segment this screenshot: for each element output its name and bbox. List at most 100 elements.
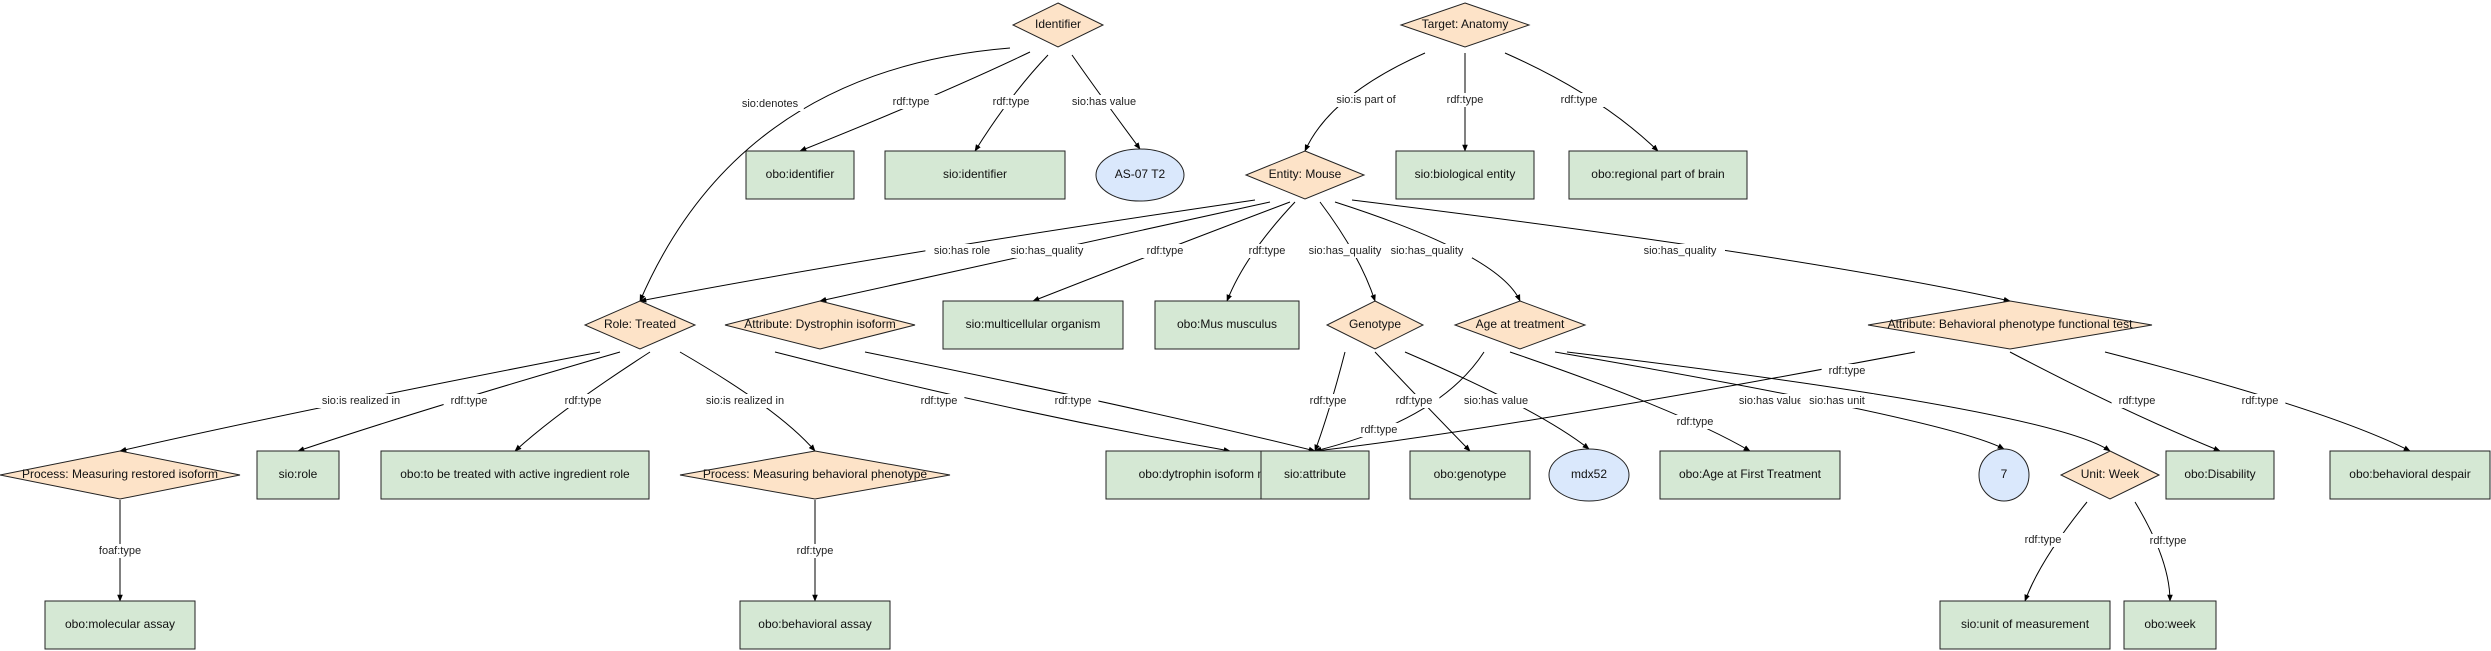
- edge-label-group: rdf:type: [885, 95, 937, 109]
- edge-label-group: rdf:type: [913, 394, 965, 408]
- edge-label-group: rdf:type: [2017, 533, 2069, 547]
- node-label: Age at treatment: [1476, 317, 1565, 331]
- node-sio-identifier[interactable]: sio:identifier: [884, 150, 1066, 200]
- edge-label: rdf:type: [1361, 424, 1398, 436]
- node-label: Identifier: [1035, 17, 1081, 31]
- edge-label-background: [1302, 394, 1354, 408]
- edge-label: rdf:type: [2119, 395, 2156, 407]
- edge-attr_behavioral-to-sio_attribute: [1314, 351, 1916, 454]
- edge-label-group: sio:has value: [1456, 394, 1536, 408]
- node-target-anatomy[interactable]: Target: Anatomy: [1399, 2, 1531, 48]
- node-obo-genotype[interactable]: obo:genotype: [1409, 450, 1531, 500]
- edge-label: sio:has role: [934, 245, 990, 257]
- node-label: Attribute: Behavioral phenotype function…: [1888, 317, 2133, 331]
- node-age-treatment[interactable]: Age at treatment: [1453, 300, 1587, 350]
- edge-label-group: rdf:type: [1302, 394, 1354, 408]
- node-proc-behavioral[interactable]: Process: Measuring behavioral phenotype: [679, 450, 951, 500]
- node-label: Entity: Mouse: [1269, 167, 1342, 181]
- edge-label-group: rdf:type: [1353, 423, 1405, 437]
- node-val7[interactable]: 7: [1978, 448, 2030, 502]
- node-entity-mouse[interactable]: Entity: Mouse: [1244, 150, 1366, 200]
- node-sio-multicellular[interactable]: sio:multicellular organism: [942, 300, 1124, 350]
- class-box: [942, 300, 1124, 350]
- node-obo-week[interactable]: obo:week: [2123, 600, 2217, 650]
- edge-label-group: sio:has_quality: [1002, 244, 1092, 258]
- node-obo-mus[interactable]: obo:Mus musculus: [1154, 300, 1300, 350]
- node-obo-age-first[interactable]: obo:Age at First Treatment: [1659, 450, 1841, 500]
- node-obo-disability[interactable]: obo:Disability: [2165, 450, 2275, 500]
- edge-label: rdf:type: [993, 96, 1030, 108]
- edge-label-background: [1300, 244, 1390, 258]
- edge-label: sio:denotes: [742, 98, 799, 110]
- edge-label-group: sio:is realized in: [691, 394, 799, 408]
- node-label: obo:regional part of brain: [1591, 167, 1724, 181]
- edge-label: sio:has value: [1464, 395, 1528, 407]
- class-box: [739, 600, 891, 650]
- node-label: obo:behavioral assay: [758, 617, 871, 631]
- node-label: sio:multicellular organism: [966, 317, 1101, 331]
- node-genotype[interactable]: Genotype: [1325, 300, 1425, 350]
- edge-label-background: [1439, 93, 1491, 107]
- edge-label: rdf:type: [451, 395, 488, 407]
- node-obo-despair[interactable]: obo:behavioral despair: [2329, 450, 2491, 500]
- node-sio-unit[interactable]: sio:unit of measurement: [1939, 600, 2111, 650]
- class-box: [1395, 150, 1535, 200]
- edge-label: rdf:type: [1396, 395, 1433, 407]
- edge-label-background: [985, 95, 1037, 109]
- edge-age_treatment-to-obo_age_first: [1509, 351, 1751, 452]
- edge-label-background: [1821, 364, 1873, 378]
- edge-label: rdf:type: [1561, 94, 1598, 106]
- edge-label-group: sio:has_quality: [1382, 244, 1472, 258]
- edge-label-background: [1241, 244, 1293, 258]
- node-as07[interactable]: AS-07 T2: [1095, 148, 1185, 202]
- edge-label: rdf:type: [565, 395, 602, 407]
- edge-label-background: [2017, 533, 2069, 547]
- node-attr-behavioral[interactable]: Attribute: Behavioral phenotype function…: [1867, 300, 2153, 350]
- node-obo-molecular[interactable]: obo:molecular assay: [44, 600, 196, 650]
- edge-attr_dystrophin-to-sio_attribute: [864, 351, 1316, 453]
- edge-label: sio:has unit: [1809, 395, 1865, 407]
- node-identifier[interactable]: Identifier: [1011, 2, 1105, 48]
- node-label: obo:to be treated with active ingredient…: [400, 467, 630, 481]
- edge-label-group: rdf:type: [1439, 93, 1491, 107]
- edge-label: rdf:type: [2025, 534, 2062, 546]
- node-label: obo:genotype: [1434, 467, 1507, 481]
- node-role-treated[interactable]: Role: Treated: [583, 300, 697, 350]
- edge-unit_week-to-obo_week: [2134, 501, 2173, 602]
- edge-label: rdf:type: [2150, 535, 2187, 547]
- node-label: sio:identifier: [943, 167, 1007, 181]
- edge-entity_mouse-to-role_treated: [639, 199, 1256, 303]
- edge-label-background: [1002, 244, 1092, 258]
- edge-label-background: [91, 544, 149, 558]
- edge-label-background: [1353, 423, 1405, 437]
- node-unit-week[interactable]: Unit: Week: [2059, 450, 2161, 500]
- node-sio-bio-entity[interactable]: sio:biological entity: [1395, 150, 1535, 200]
- node-proc-restored[interactable]: Process: Measuring restored isoform: [0, 450, 241, 500]
- node-mdx52[interactable]: mdx52: [1548, 448, 1630, 502]
- node-label: obo:Mus musculus: [1177, 317, 1277, 331]
- node-obo-identifier[interactable]: obo:identifier: [745, 150, 855, 200]
- node-obo-treated[interactable]: obo:to be treated with active ingredient…: [380, 450, 650, 500]
- edge-label-group: rdf:type: [1388, 394, 1440, 408]
- class-box: [745, 150, 855, 200]
- class-box: [256, 450, 340, 500]
- edge-age_treatment-to-unit_week: [1566, 351, 2111, 452]
- edge-attr_behavioral-to-obo_despair: [2104, 351, 2411, 452]
- node-sio-attribute[interactable]: sio:attribute: [1260, 450, 1370, 500]
- node-label: obo:behavioral despair: [2349, 467, 2470, 481]
- edge-label-group: rdf:type: [2142, 534, 2194, 548]
- node-obo-behav-assay[interactable]: obo:behavioral assay: [739, 600, 891, 650]
- edge-label: rdf:type: [797, 545, 834, 557]
- entity-diamond: [1244, 150, 1366, 200]
- class-box: [1568, 150, 1748, 200]
- edge-label: rdf:type: [1447, 94, 1484, 106]
- edge-label-group: foaf:type: [91, 544, 149, 558]
- edge-label: sio:has_quality: [1644, 245, 1717, 257]
- edge-label-group: rdf:type: [1821, 364, 1873, 378]
- value-ellipse: [1978, 448, 2030, 502]
- node-obo-regional[interactable]: obo:regional part of brain: [1568, 150, 1748, 200]
- node-attr-dystrophin[interactable]: Attribute: Dystrophin isoform: [724, 300, 916, 350]
- node-sio-role[interactable]: sio:role: [256, 450, 340, 500]
- edge-label-background: [1669, 415, 1721, 429]
